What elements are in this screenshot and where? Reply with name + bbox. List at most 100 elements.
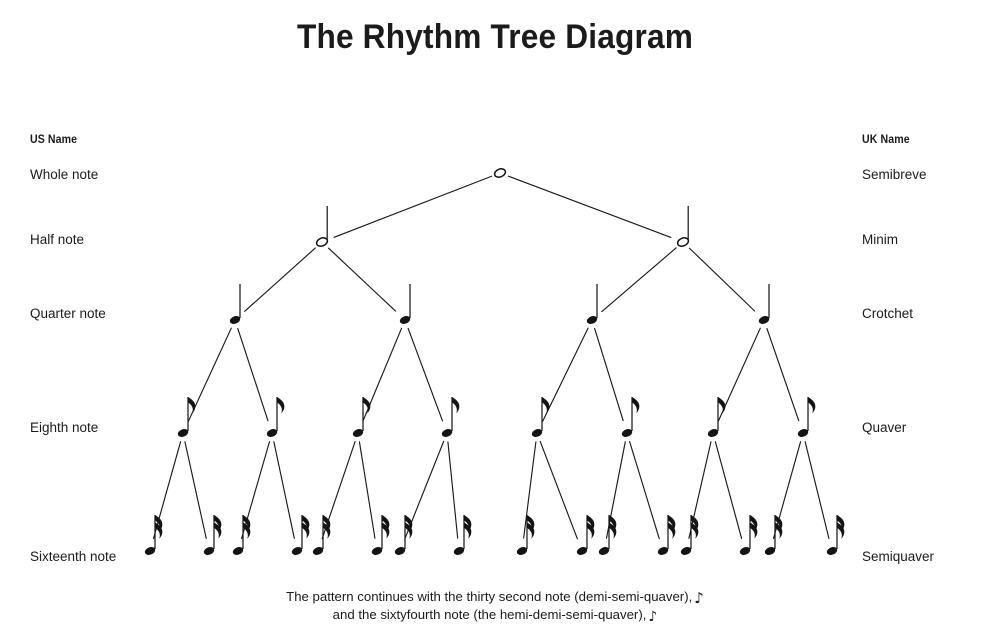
note-quarter-note <box>229 284 241 324</box>
note-flag <box>690 522 699 539</box>
note-sixteenth-note <box>371 515 390 555</box>
branch-line <box>507 175 672 238</box>
footnote-line-2-text: and the sixtyfourth note (the hemi-demi-… <box>332 607 647 622</box>
note-head <box>621 429 633 437</box>
page-title: The Rhythm Tree Diagram <box>296 18 694 56</box>
note-head <box>232 547 244 555</box>
note-flag <box>323 522 331 539</box>
note-head <box>493 168 507 178</box>
branch-line <box>629 441 660 540</box>
note-head <box>707 429 719 437</box>
branch-line <box>688 247 756 312</box>
note-flag <box>631 397 640 414</box>
left-column-header: US Name <box>30 134 78 146</box>
note-flag <box>586 522 595 539</box>
branch-line <box>358 441 376 539</box>
note-sixteenth-note <box>576 515 595 555</box>
note-flag <box>774 522 783 539</box>
note-flag <box>667 522 676 539</box>
us-name-label-half-note: Half note <box>30 232 85 247</box>
us-name-label-quarter-note: Quarter note <box>30 306 106 321</box>
note-flag <box>155 522 163 539</box>
note-head <box>291 547 303 555</box>
note-eighth-note <box>621 397 640 437</box>
note-head <box>177 429 189 437</box>
note-head <box>797 429 809 437</box>
uk-name-label-quarter-note: Crotchet <box>862 306 914 321</box>
tree-note-nodes <box>144 168 845 555</box>
branch-line <box>187 327 232 422</box>
thirty-second-note-icon: ♪ <box>694 589 704 607</box>
branch-line <box>241 441 271 540</box>
footnote-line-1: The pattern continues with the thirty se… <box>0 588 990 606</box>
uk-name-label-whole-note: Semibreve <box>862 167 927 182</box>
note-head <box>229 316 241 324</box>
note-head <box>764 547 776 555</box>
sixtyfourth-note-icon: ♪ <box>648 609 658 625</box>
note-flag <box>452 397 460 414</box>
note-sixteenth-note <box>232 515 251 555</box>
note-eighth-note <box>352 397 371 437</box>
note-flag <box>526 522 535 539</box>
branch-line <box>766 327 800 422</box>
us-name-label-sixteenth-note: Sixteenth note <box>30 549 117 564</box>
branch-line <box>447 441 459 539</box>
note-flag <box>243 522 251 539</box>
branch-line <box>244 247 316 312</box>
uk-name-label-half-note: Minim <box>862 232 898 247</box>
note-sixteenth-note <box>680 515 699 555</box>
note-sixteenth-note <box>516 515 535 555</box>
note-head <box>598 547 610 555</box>
note-half-note <box>676 206 690 247</box>
footnote-line-2: and the sixtyfourth note (the hemi-demi-… <box>0 606 990 624</box>
note-flag <box>382 522 390 539</box>
uk-name-label-eighth-note: Quaver <box>862 420 907 435</box>
note-head <box>758 316 770 324</box>
note-eighth-note <box>441 397 460 437</box>
note-head <box>586 316 598 324</box>
branch-line <box>333 175 493 238</box>
note-flag <box>717 397 726 414</box>
note-eighth-note <box>531 397 550 437</box>
branch-line <box>594 328 624 422</box>
note-head <box>657 547 669 555</box>
note-sixteenth-note <box>203 515 222 555</box>
note-sixteenth-note <box>739 515 758 555</box>
branch-line <box>407 327 444 422</box>
branch-line <box>601 247 677 313</box>
note-eighth-note <box>266 397 285 437</box>
branch-line <box>717 327 761 422</box>
note-head <box>441 429 453 437</box>
note-head <box>352 429 364 437</box>
footnote: The pattern continues with the thirty se… <box>0 588 990 624</box>
note-head <box>739 547 751 555</box>
note-flag <box>363 397 371 414</box>
note-flag <box>214 522 222 539</box>
note-head <box>453 547 465 555</box>
branch-line <box>714 441 743 540</box>
branch-line <box>184 441 207 539</box>
note-flag <box>277 397 285 414</box>
note-sixteenth-note <box>394 515 413 555</box>
note-flag <box>749 522 758 539</box>
branch-line <box>152 441 182 540</box>
note-sixteenth-note <box>144 515 163 555</box>
branch-line <box>772 441 802 540</box>
branch-line <box>237 327 269 422</box>
note-whole-note <box>493 168 507 178</box>
note-head <box>576 547 588 555</box>
note-sixteenth-note <box>453 515 472 555</box>
branch-line <box>542 327 589 422</box>
note-eighth-note <box>177 397 196 437</box>
note-head <box>531 429 543 437</box>
note-sixteenth-note <box>764 515 783 555</box>
note-flag <box>807 397 816 414</box>
note-head <box>826 547 838 555</box>
note-head <box>266 429 278 437</box>
note-head <box>516 547 528 555</box>
branch-line <box>523 441 537 539</box>
us-name-label-whole-note: Whole note <box>30 167 99 182</box>
branch-line <box>804 441 830 539</box>
